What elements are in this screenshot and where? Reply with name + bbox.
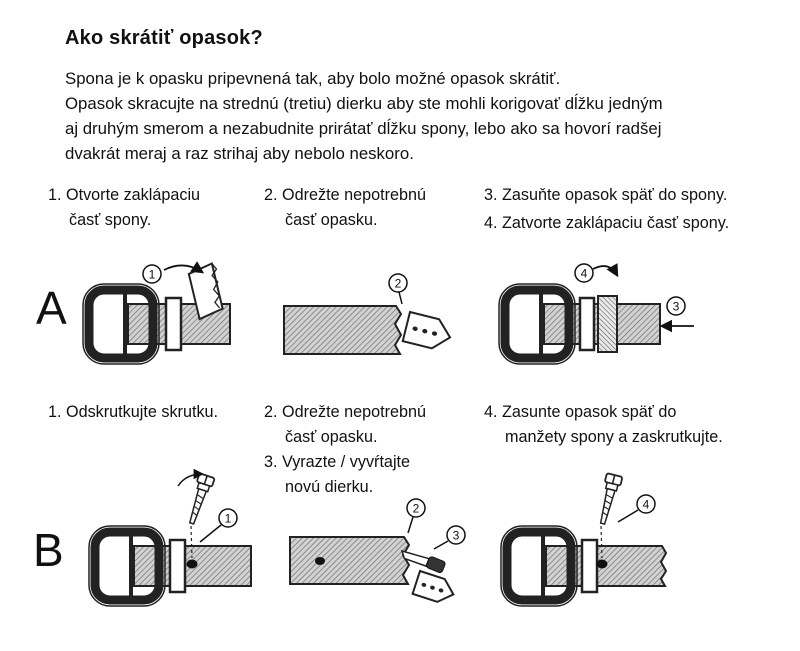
step-text: 3. Zasuňte opasok späť do spony. bbox=[484, 186, 728, 204]
step-marker-3: 3 bbox=[446, 525, 466, 545]
illustration-a-insert-close: 4 3 bbox=[498, 263, 694, 365]
step-marker-1: 1 bbox=[142, 264, 162, 284]
step-text: 4. Zasunte opasok späť do manžety spony … bbox=[484, 403, 723, 446]
arrow-icon bbox=[163, 261, 205, 274]
step-marker-1: 1 bbox=[218, 508, 238, 528]
arrow-icon bbox=[177, 468, 205, 487]
svg-text:2: 2 bbox=[395, 277, 402, 291]
belt-buckle-icon bbox=[82, 283, 160, 365]
step-text: 3. Vyrazte / vyvŕtajte novú dierku. bbox=[264, 453, 411, 496]
belt-buckle-icon bbox=[498, 283, 576, 365]
svg-text:2: 2 bbox=[413, 502, 420, 516]
svg-text:3: 3 bbox=[453, 529, 460, 543]
step-marker-4: 4 bbox=[636, 494, 656, 514]
leader-line bbox=[398, 291, 403, 305]
leader-line bbox=[407, 516, 414, 534]
guide-line bbox=[190, 525, 193, 559]
step-marker-2: 2 bbox=[388, 273, 408, 293]
section-a-steps-3-4: 3. Zasuňte opasok späť do spony. 4. Zatv… bbox=[484, 183, 800, 239]
belt-strap-icon bbox=[289, 536, 411, 585]
intro-line: Opasok skracujte na strednú (tretiu) die… bbox=[65, 94, 663, 113]
screw-hole-icon bbox=[186, 559, 198, 569]
section-a-label: A bbox=[36, 282, 67, 334]
buckle-flap-icon bbox=[187, 262, 224, 321]
belt-buckle-icon bbox=[500, 525, 578, 607]
buckle-flap-closed-icon bbox=[597, 295, 618, 353]
belt-hole-icon bbox=[315, 557, 325, 565]
step-marker-2: 2 bbox=[406, 498, 426, 518]
step-text: 1. Otvorte zaklápaciu časť spony. bbox=[48, 186, 201, 229]
screw-hole-icon bbox=[596, 559, 608, 569]
intro-line: dvakrát meraj a raz strihaj aby nebolo n… bbox=[65, 144, 414, 163]
step-marker-3: 3 bbox=[666, 296, 686, 316]
screw-icon bbox=[188, 472, 216, 525]
belt-keeper-icon bbox=[578, 296, 596, 352]
illustration-b-cut-punch: 2 3 bbox=[289, 498, 466, 603]
intro-line: Spona je k opasku pripevnená tak, aby bo… bbox=[65, 69, 561, 88]
leader-line bbox=[199, 524, 222, 543]
section-a-step-1: 1. Otvorte zaklápaciu časť spony. bbox=[48, 183, 226, 233]
arrow-icon bbox=[592, 263, 619, 278]
belt-keeper-icon bbox=[164, 296, 183, 352]
illustration-a-open-flap: 1 bbox=[82, 261, 231, 365]
step-marker-4: 4 bbox=[574, 263, 594, 283]
belt-keeper-icon bbox=[580, 538, 599, 594]
cutter-icon bbox=[400, 549, 446, 574]
belt-buckle-icon bbox=[88, 525, 166, 607]
illustration-b-unscrew: 1 bbox=[88, 468, 252, 607]
section-b-step-4: 4. Zasunte opasok späť do manžety spony … bbox=[484, 400, 738, 450]
guide-line bbox=[600, 525, 603, 559]
svg-text:1: 1 bbox=[149, 268, 156, 282]
section-b-label: B bbox=[33, 524, 64, 576]
screw-icon bbox=[599, 472, 623, 525]
step-text: 1. Odskrutkujte skrutku. bbox=[48, 403, 219, 421]
belt-tip-icon bbox=[411, 569, 455, 603]
leader-line bbox=[617, 509, 639, 523]
svg-text:1: 1 bbox=[225, 512, 232, 526]
intro-line: aj druhým smerom a nezabudnite prirátať … bbox=[65, 119, 662, 138]
leader-line bbox=[433, 540, 449, 550]
section-b-step-1: 1. Odskrutkujte skrutku. bbox=[48, 400, 280, 425]
step-text: 2. Odrežte nepotrebnú časť opasku. bbox=[264, 403, 426, 446]
step-text: 2. Odrežte nepotrebnú časť opasku. bbox=[264, 186, 426, 229]
step-text: 4. Zatvorte zaklápaciu časť spony. bbox=[484, 214, 730, 232]
svg-text:4: 4 bbox=[643, 498, 650, 512]
section-b-steps-2-3: 2. Odrežte nepotrebnú časť opasku. 3. Vy… bbox=[264, 400, 446, 500]
belt-tip-icon bbox=[401, 310, 452, 350]
svg-text:3: 3 bbox=[673, 300, 680, 314]
page-title: Ako skrátiť opasok? bbox=[65, 27, 263, 49]
belt-keeper-icon bbox=[168, 538, 187, 594]
section-a-step-2: 2. Odrežte nepotrebnú časť opasku. bbox=[264, 183, 442, 233]
illustration-b-insert-screw: 4 bbox=[500, 472, 668, 607]
svg-text:4: 4 bbox=[581, 267, 588, 281]
intro-paragraph: Spona je k opasku pripevnená tak, aby bo… bbox=[65, 66, 785, 166]
belt-strap-icon bbox=[283, 305, 403, 355]
illustration-a-cut-belt: 2 bbox=[283, 273, 452, 355]
